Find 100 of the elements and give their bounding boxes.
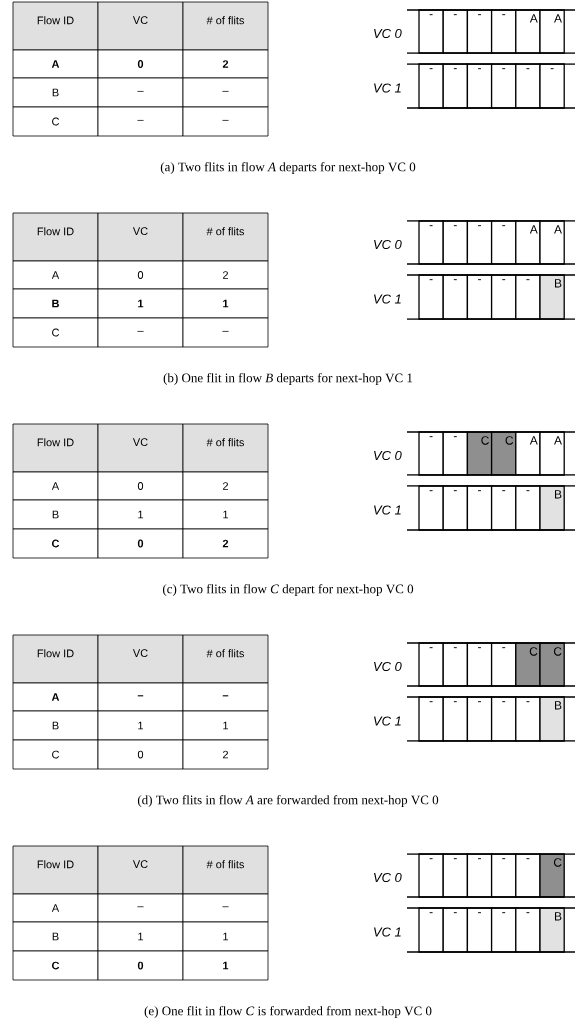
buffer-slot: B — [539, 274, 565, 320]
table-header-cell: VC — [97, 423, 184, 473]
buffer-slot: - — [418, 853, 444, 898]
buffer-slot: - — [515, 485, 541, 531]
table-header-cell: # of flits — [182, 634, 269, 684]
table-cell: 0 — [97, 49, 184, 79]
buffer-slot: A — [539, 431, 565, 476]
buffer-slot: - — [490, 642, 517, 687]
buffer-slot: - — [442, 696, 469, 742]
table-cell: 0 — [97, 528, 184, 559]
table-cell: 1 — [182, 950, 269, 981]
table-cell: A — [12, 49, 99, 79]
table-cell: 1 — [97, 288, 184, 319]
table-header-cell: Flow ID — [12, 634, 99, 684]
table-header-cell: VC — [97, 212, 184, 262]
table-cell: 0 — [97, 260, 184, 290]
vc-label: VC 1 — [374, 716, 401, 726]
table-cell: C — [12, 739, 99, 770]
buffer-slot: - — [418, 274, 444, 320]
table-header-cell: Flow ID — [12, 212, 99, 262]
caption: (c) Two flits in flow C depart for next-hop VC 0 — [162, 584, 414, 596]
table-header-cell: Flow ID — [12, 423, 99, 473]
table-header-cell: VC — [97, 845, 184, 895]
table-cell: B — [12, 77, 99, 108]
table-cell: B — [12, 499, 99, 530]
buffer-slot: A — [539, 220, 565, 265]
vc-label: VC 0 — [374, 239, 402, 250]
buffer-slot: - — [466, 274, 493, 320]
vc-label: VC 0 — [374, 661, 402, 672]
table-cell: 1 — [182, 710, 269, 741]
vc-label: VC 0 — [374, 450, 402, 461]
vc-label: VC 1 — [374, 294, 401, 304]
table-header-cell: Flow ID — [12, 845, 99, 895]
buffer-slot: - — [466, 63, 493, 109]
table-header-cell: VC — [97, 1, 184, 51]
table-cell: C — [12, 950, 99, 981]
table-cell: A — [12, 893, 99, 923]
table-cell: B — [12, 288, 99, 319]
table-header-cell: # of flits — [182, 1, 269, 51]
table-cell: – — [182, 77, 269, 108]
table-cell: C — [12, 528, 99, 559]
buffer-slot: - — [466, 696, 493, 742]
table-cell: 2 — [182, 528, 269, 559]
table-cell: – — [97, 317, 184, 348]
vc-label: VC 0 — [374, 872, 402, 883]
buffer-slot: - — [490, 274, 517, 320]
table-cell: 1 — [182, 288, 269, 319]
buffer-slot: C — [539, 853, 565, 898]
buffer-slot: - — [418, 907, 444, 953]
buffer-slot: - — [442, 642, 469, 687]
table-cell: – — [182, 893, 269, 923]
buffer-slot: - — [442, 431, 469, 476]
buffer-slot: - — [418, 696, 444, 742]
buffer-slot: - — [442, 63, 469, 109]
buffer-slot: - — [466, 907, 493, 953]
table-cell: 0 — [97, 950, 184, 981]
table-cell: 0 — [97, 739, 184, 770]
caption: (b) One flit in flow B departs for next-hop VC 1 — [163, 373, 413, 385]
caption: (a) Two flits in flow A departs for next-hop VC 0 — [160, 162, 416, 174]
vc-label: VC 1 — [374, 505, 401, 515]
buffer-slot: - — [418, 63, 444, 109]
vc-label: VC 1 — [374, 83, 401, 93]
table-cell: A — [12, 260, 99, 290]
buffer-slot: - — [418, 485, 444, 531]
buffer-slot: - — [466, 642, 493, 687]
buffer-slot: - — [539, 63, 565, 109]
buffer-slot: - — [442, 485, 469, 531]
buffer-slot: C — [539, 642, 565, 687]
table-cell: – — [182, 317, 269, 348]
table-cell: 1 — [182, 499, 269, 530]
buffer-slot: - — [418, 9, 444, 54]
buffer-slot: - — [490, 696, 517, 742]
buffer-slot: - — [490, 907, 517, 953]
table-cell: 1 — [97, 921, 184, 952]
table-cell: – — [182, 106, 269, 137]
caption: (d) Two flits in flow A are forwarded from next-hop VC 0 — [137, 795, 439, 807]
caption: (e) One flit in flow C is forwarded from next-hop VC 0 — [144, 1006, 432, 1018]
table-cell: C — [12, 106, 99, 137]
buffer-slot: - — [466, 220, 493, 265]
table-cell: A — [12, 471, 99, 501]
table-cell: B — [12, 921, 99, 952]
buffer-slot: - — [418, 642, 444, 687]
table-cell: B — [12, 710, 99, 741]
buffer-slot: - — [442, 220, 469, 265]
table-cell: 2 — [182, 260, 269, 290]
buffer-slot: - — [466, 9, 493, 54]
table-cell: 1 — [97, 710, 184, 741]
buffer-slot: - — [418, 220, 444, 265]
table-cell: – — [97, 682, 184, 712]
table-cell: 0 — [97, 471, 184, 501]
buffer-slot: - — [490, 63, 517, 109]
table-header-cell: # of flits — [182, 845, 269, 895]
table-header-cell: VC — [97, 634, 184, 684]
table-cell: – — [97, 893, 184, 923]
buffer-slot: - — [466, 485, 493, 531]
table-cell: 2 — [182, 471, 269, 501]
buffer-slot: B — [539, 696, 565, 742]
buffer-slot: B — [539, 485, 565, 531]
buffer-slot: - — [442, 907, 469, 953]
buffer-slot: C — [466, 431, 493, 476]
